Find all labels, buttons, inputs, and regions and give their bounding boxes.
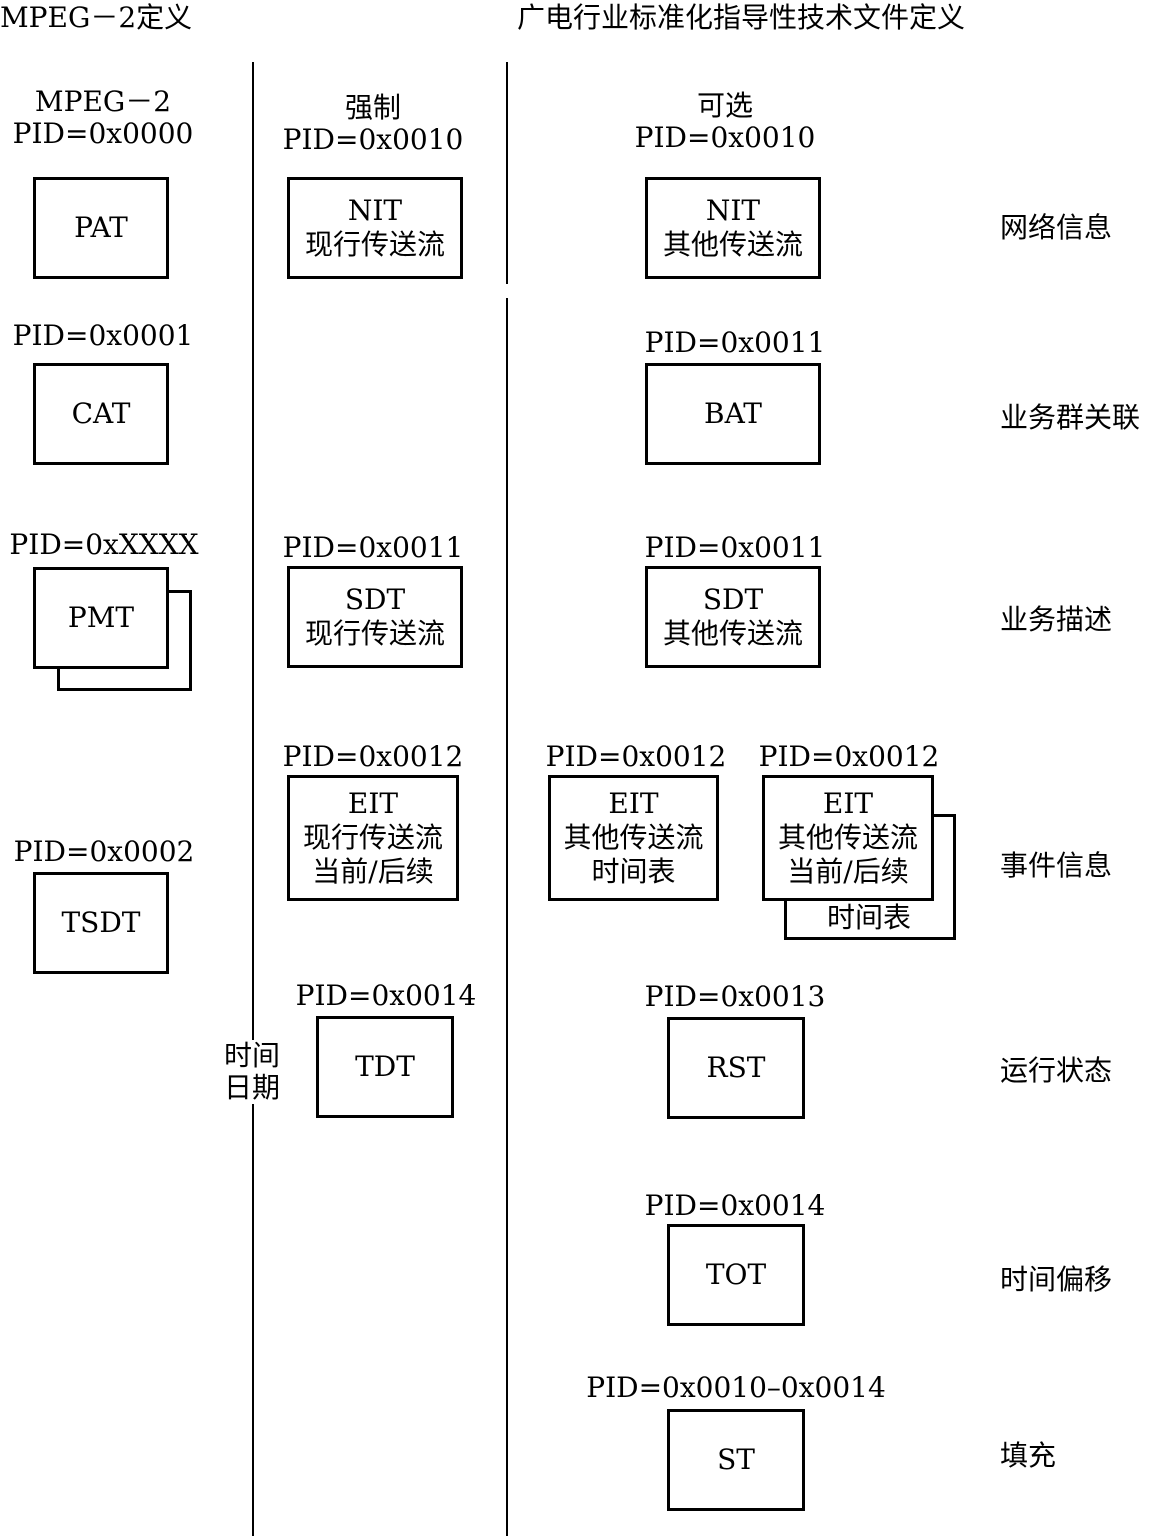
eit-schedule-line-1: EIT bbox=[608, 787, 659, 820]
eit-other-pf-box: EIT 其他传送流 当前/后续 bbox=[762, 775, 934, 901]
eit-actual-line-2: 现行传送流 bbox=[302, 821, 443, 854]
mandatory-column-pid: PID=0x0010 bbox=[282, 123, 464, 156]
optional-column-title: 可选 bbox=[696, 89, 754, 122]
eit-actual-pid: PID=0x0012 bbox=[282, 740, 464, 773]
row-label-stuffing: 填充 bbox=[1000, 1439, 1057, 1472]
nit-other-line-2: 其他传送流 bbox=[662, 228, 803, 261]
st-table-box: ST bbox=[667, 1409, 805, 1511]
divider-gap bbox=[506, 284, 508, 298]
sdt-actual-box: SDT 现行传送流 bbox=[287, 566, 463, 668]
eit-pf-line-2: 其他传送流 bbox=[777, 821, 918, 854]
sdt-other-pid: PID=0x0011 bbox=[644, 531, 826, 564]
rst-table-box: RST bbox=[667, 1017, 805, 1119]
cat-label: CAT bbox=[71, 397, 131, 430]
bat-table-box: BAT bbox=[645, 363, 821, 465]
eit-pf-line-3: 当前/后续 bbox=[787, 855, 909, 888]
eit-actual-line-1: EIT bbox=[347, 787, 399, 820]
divider-mpeg-mandatory bbox=[252, 62, 254, 1536]
eit-pf-line-1: EIT bbox=[822, 787, 874, 820]
nit-other-line-1: NIT bbox=[705, 194, 761, 227]
st-pid: PID=0x0010–0x0014 bbox=[586, 1371, 886, 1404]
mpeg-column-pid: PID=0x0000 bbox=[12, 117, 194, 150]
row-label-network-info: 网络信息 bbox=[1000, 211, 1113, 244]
header-mpeg2-definition: MPEG－2定义 bbox=[0, 1, 193, 34]
sdt-other-line-1: SDT bbox=[702, 583, 764, 616]
pmt-label: PMT bbox=[67, 601, 135, 634]
time-date-line-1: 时间 bbox=[223, 1039, 281, 1072]
optional-column-pid: PID=0x0010 bbox=[634, 121, 816, 154]
eit-schedule-line-3: 时间表 bbox=[591, 855, 676, 888]
bat-pid: PID=0x0011 bbox=[644, 326, 826, 359]
row-label-service-description: 业务描述 bbox=[1000, 603, 1113, 636]
nit-other-box: NIT 其他传送流 bbox=[645, 177, 821, 279]
tot-pid: PID=0x0014 bbox=[644, 1189, 826, 1222]
divider-mandatory-optional bbox=[506, 62, 508, 1536]
eit-schedule-pid: PID=0x0012 bbox=[545, 740, 727, 773]
nit-actual-line-1: NIT bbox=[347, 194, 403, 227]
pmt-table-box: PMT bbox=[33, 567, 169, 669]
sdt-actual-pid: PID=0x0011 bbox=[282, 531, 464, 564]
bat-label: BAT bbox=[704, 397, 762, 430]
rst-pid: PID=0x0013 bbox=[644, 980, 826, 1013]
sdt-actual-line-1: SDT bbox=[344, 583, 406, 616]
row-label-time-offset: 时间偏移 bbox=[1000, 1263, 1113, 1296]
row-label-running-status: 运行状态 bbox=[1000, 1054, 1113, 1087]
tsdt-label: TSDT bbox=[61, 906, 141, 939]
header-gy-definition: 广电行业标准化指导性技术文件定义 bbox=[516, 1, 966, 34]
rst-label: RST bbox=[706, 1051, 766, 1084]
tdt-pid: PID=0x0014 bbox=[295, 979, 477, 1012]
cat-pid: PID=0x0001 bbox=[12, 319, 194, 352]
pat-table-box: PAT bbox=[33, 177, 169, 279]
eit-actual-line-3: 当前/后续 bbox=[312, 855, 434, 888]
mpeg-column-title: MPEG－2 bbox=[34, 85, 172, 118]
mandatory-column-title: 强制 bbox=[344, 91, 402, 124]
tdt-table-box: TDT bbox=[316, 1016, 454, 1118]
time-date-line-2: 日期 bbox=[223, 1071, 281, 1104]
st-label: ST bbox=[717, 1443, 755, 1476]
pmt-pid: PID=0xXXXX bbox=[9, 528, 199, 561]
nit-actual-box: NIT 现行传送流 bbox=[287, 177, 463, 279]
sdt-actual-line-2: 现行传送流 bbox=[304, 617, 445, 650]
tot-label: TOT bbox=[705, 1258, 767, 1291]
eit-pf-pid: PID=0x0012 bbox=[758, 740, 940, 773]
pat-label: PAT bbox=[74, 211, 128, 244]
cat-table-box: CAT bbox=[33, 363, 169, 465]
eit-pf-back-label: 时间表 bbox=[826, 901, 912, 934]
tsdt-table-box: TSDT bbox=[33, 872, 169, 974]
tsdt-pid: PID=0x0002 bbox=[13, 835, 195, 868]
time-date-label: 时间 日期 bbox=[221, 1039, 283, 1104]
row-label-bouquet: 业务群关联 bbox=[1000, 401, 1141, 434]
nit-actual-line-2: 现行传送流 bbox=[304, 228, 445, 261]
sdt-other-line-2: 其他传送流 bbox=[662, 617, 803, 650]
eit-actual-box: EIT 现行传送流 当前/后续 bbox=[287, 775, 459, 901]
eit-other-schedule-box: EIT 其他传送流 时间表 bbox=[548, 775, 719, 901]
row-label-event-info: 事件信息 bbox=[1000, 849, 1113, 882]
tot-table-box: TOT bbox=[667, 1224, 805, 1326]
tdt-label: TDT bbox=[355, 1050, 415, 1083]
sdt-other-box: SDT 其他传送流 bbox=[645, 566, 821, 668]
eit-schedule-line-2: 其他传送流 bbox=[563, 821, 704, 854]
